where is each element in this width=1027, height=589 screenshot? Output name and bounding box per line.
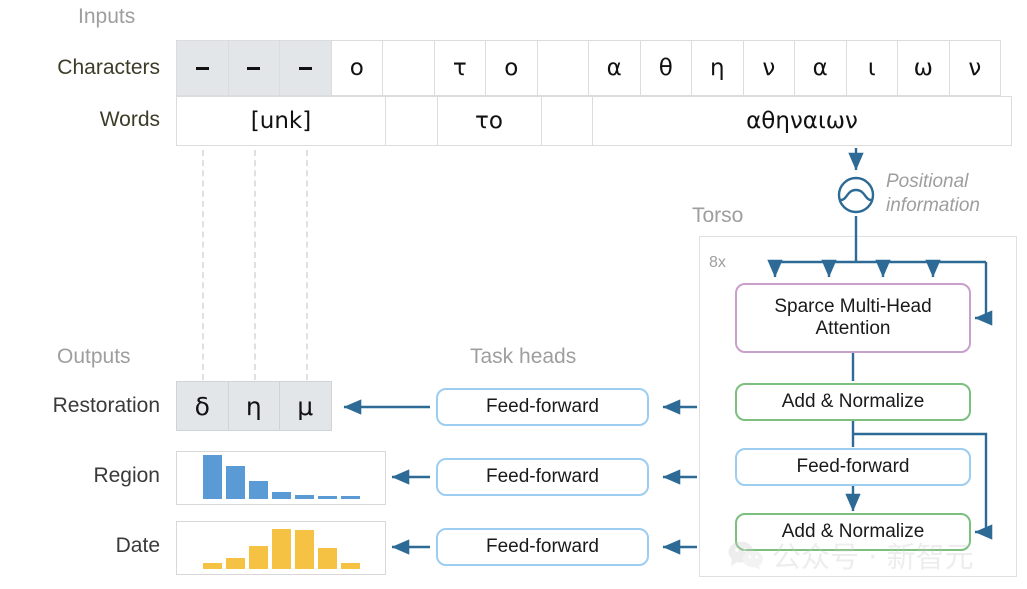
word-cell [540, 96, 593, 146]
character-cell: α [588, 40, 641, 96]
torso-block-sparse-attention[interactable]: Sparce Multi-Head Attention [735, 283, 971, 353]
histogram-bar [225, 465, 245, 499]
character-cell [536, 40, 589, 96]
row-label-characters: Characters [57, 56, 160, 79]
task-head-feedforward-region[interactable]: Feed-forward [436, 458, 649, 496]
character-cell: τ [433, 40, 486, 96]
character-cell [227, 40, 280, 96]
character-cell: o [330, 40, 383, 96]
torso-caption: Torso [692, 204, 744, 227]
histogram-bar [340, 496, 360, 499]
task-heads-caption: Task heads [470, 345, 577, 368]
histogram-bar [202, 562, 222, 569]
task-head-feedforward-date[interactable]: Feed-forward [436, 528, 649, 566]
torso-block-label: Feed-forward [796, 455, 910, 477]
character-cell: θ [639, 40, 692, 96]
words-row: [unk] το αθηναιων [176, 96, 1016, 146]
dashed-connector-2 [254, 150, 256, 380]
dashed-connector-1 [202, 150, 204, 380]
word-cell [385, 96, 438, 146]
torso-block-label: Add & Normalize [781, 390, 925, 412]
character-cell [279, 40, 332, 96]
histogram-bar [225, 557, 245, 569]
positional-information-label: Positional information [886, 170, 980, 218]
histogram-bar [294, 530, 314, 569]
torso-block-add-normalize-2[interactable]: Add & Normalize [735, 513, 971, 551]
torso-block-label: Add & Normalize [781, 520, 925, 542]
positional-line-2: information [886, 194, 980, 216]
histogram-bar [202, 455, 222, 499]
torso-block-label: Sparce Multi-Head Attention [774, 295, 932, 339]
histogram-bar [317, 547, 337, 569]
word-cell: αθηναιων [592, 96, 1012, 146]
mask-dash-icon [195, 66, 209, 70]
row-label-words: Words [99, 108, 160, 131]
mask-dash-icon [298, 66, 312, 70]
histogram-bar [271, 491, 291, 499]
histogram-bar [294, 494, 314, 499]
character-cell: ο [485, 40, 538, 96]
torso-block-feedforward[interactable]: Feed-forward [735, 448, 971, 486]
character-cell [176, 40, 229, 96]
torso-block-add-normalize-1[interactable]: Add & Normalize [735, 383, 971, 421]
date-histogram-bars [191, 527, 371, 569]
inputs-caption: Inputs [78, 5, 136, 28]
restoration-cell: η [227, 381, 280, 431]
character-cell: α [794, 40, 847, 96]
character-cell: ι [845, 40, 898, 96]
sine-wave-circle-icon [837, 176, 875, 214]
histogram-bar [317, 496, 337, 499]
task-head-feedforward-restoration[interactable]: Feed-forward [436, 388, 649, 426]
histogram-bar [248, 480, 268, 499]
dashed-connector-3 [306, 150, 308, 380]
character-cell: ν [742, 40, 795, 96]
histogram-bar [248, 546, 268, 569]
character-cell: ν [948, 40, 1001, 96]
region-histogram-panel [176, 451, 386, 505]
row-label-region: Region [93, 464, 160, 487]
character-cell: η [691, 40, 744, 96]
row-label-restoration: Restoration [52, 394, 160, 417]
positional-line-1: Positional [886, 171, 969, 192]
character-cell [382, 40, 435, 96]
restoration-cell: δ [176, 381, 229, 431]
histogram-bar [340, 563, 360, 569]
outputs-caption: Outputs [57, 345, 131, 368]
torso-repeat-label: 8x [709, 254, 726, 271]
row-label-date: Date [115, 534, 160, 557]
restoration-cell: μ [279, 381, 332, 431]
region-histogram-bars [191, 455, 371, 499]
date-histogram-panel [176, 521, 386, 575]
histogram-bar [271, 528, 291, 569]
mask-dash-icon [247, 66, 261, 70]
character-cell: ω [897, 40, 950, 96]
word-cell: το [436, 96, 542, 146]
word-cell: [unk] [176, 96, 386, 146]
